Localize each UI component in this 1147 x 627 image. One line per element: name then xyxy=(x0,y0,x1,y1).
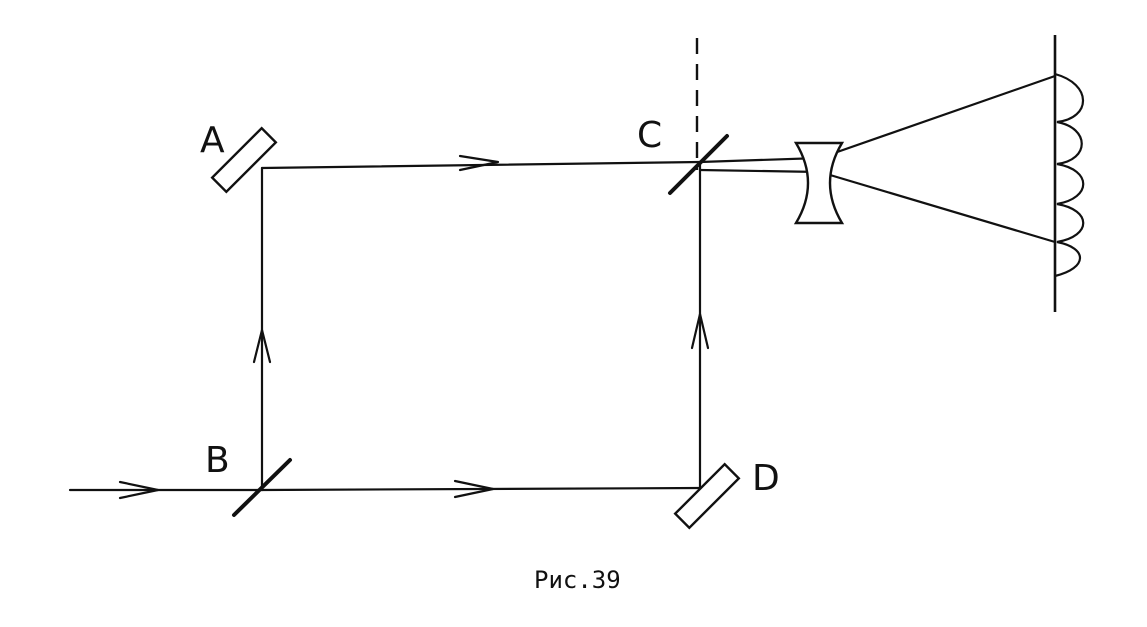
optical-elements xyxy=(210,38,845,530)
beam-c-to-lens-upper xyxy=(698,156,822,164)
beam-b-to-d xyxy=(260,486,702,492)
mirror-d xyxy=(673,462,741,530)
arrow-right-vertical xyxy=(690,312,710,350)
diverging-lens xyxy=(793,141,845,225)
label-splitter-c: C xyxy=(637,115,662,156)
beam-paths xyxy=(68,74,1057,492)
label-splitter-b: B xyxy=(205,440,230,481)
interference-fringes xyxy=(1054,72,1085,278)
beam-splitter-c xyxy=(668,134,729,195)
arrow-bottom-path xyxy=(453,479,495,499)
diverging-ray-lower xyxy=(818,170,1057,244)
arrow-top-path xyxy=(458,154,500,172)
screen-assembly xyxy=(1053,35,1085,312)
arrow-input xyxy=(118,480,160,500)
arrow-left-vertical xyxy=(252,328,272,364)
mirror-a xyxy=(210,126,278,194)
beam-c-to-lens-lower xyxy=(698,168,822,174)
direction-arrows xyxy=(118,154,710,500)
label-mirror-a: A xyxy=(200,120,225,161)
label-mirror-d: D xyxy=(752,458,780,499)
diverging-ray-upper xyxy=(818,74,1057,160)
figure-caption: Рис.39 xyxy=(534,566,621,594)
beam-splitter-b xyxy=(232,458,292,517)
